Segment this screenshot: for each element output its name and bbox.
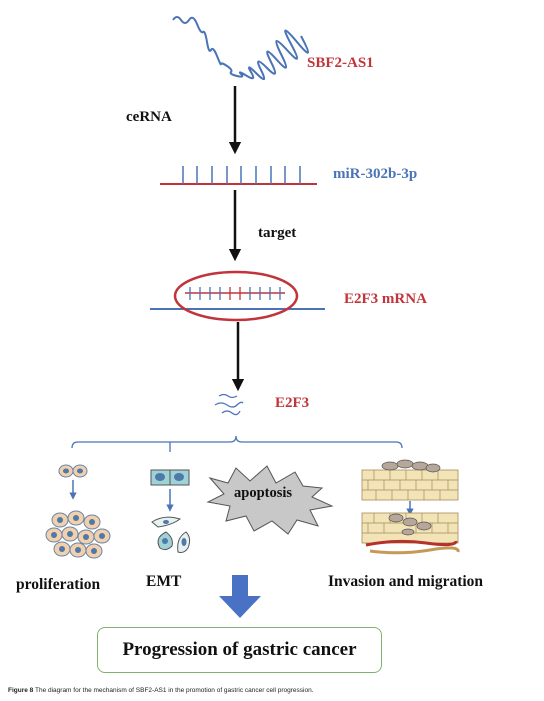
progression-arrow-icon (219, 575, 261, 618)
mir-302b-3p-label: miR-302b-3p (333, 166, 418, 182)
invasion-migration-label: Invasion and migration (328, 573, 484, 590)
mirna-comb-icon (160, 166, 317, 185)
e2f3-mrna-label: E2F3 mRNA (344, 291, 427, 307)
proliferation-label: proliferation (16, 576, 101, 593)
cerna-label: ceRNA (126, 109, 172, 125)
sbf2-as1-label: SBF2-AS1 (307, 55, 374, 71)
mrna-binding-icon (150, 270, 325, 322)
caption-text: The diagram for the mechanism of SBF2-AS… (33, 687, 314, 694)
figure-caption: Figure 8 The diagram for the mechanism o… (8, 687, 314, 694)
target-label: target (258, 225, 297, 241)
protein-icon (214, 393, 244, 416)
lncrna-wave-icon (172, 16, 309, 81)
apoptosis-label: apoptosis (234, 485, 293, 501)
invasion-tissue-icon (361, 459, 460, 555)
caption-prefix: Figure 8 (8, 687, 34, 694)
emt-label: EMT (146, 573, 182, 590)
apoptosis-burst-shape (206, 465, 334, 535)
e2f3-label: E2F3 (275, 395, 310, 411)
proliferation-cells-icon (45, 464, 111, 559)
branch-bracket (71, 435, 403, 452)
emt-cells-icon (150, 469, 191, 553)
progression-label: Progression of gastric cancer (122, 639, 357, 660)
progression-box: Progression of gastric cancer (97, 627, 382, 673)
